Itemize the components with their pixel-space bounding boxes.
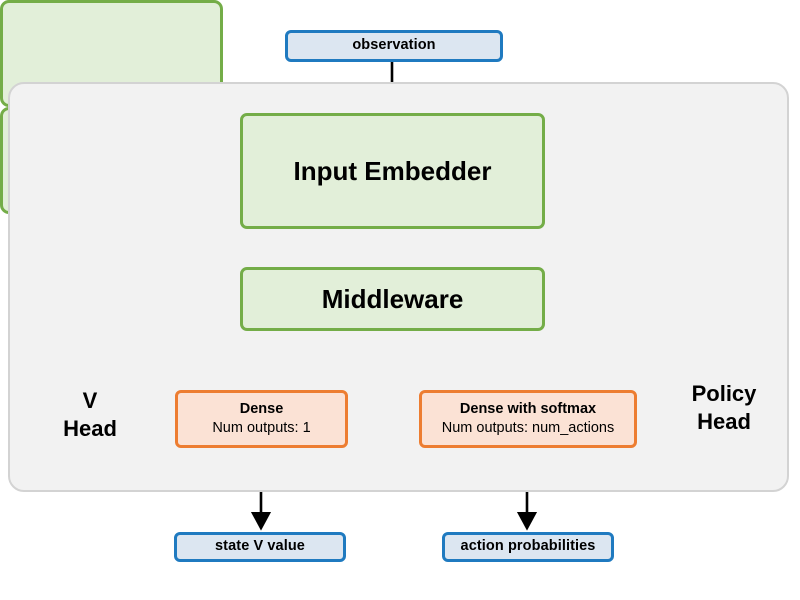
node-v-head-dense[interactable]: Dense Num outputs: 1 <box>175 390 348 448</box>
policy-head-label-line2: Head <box>697 408 751 434</box>
node-policy-head-dense[interactable]: Dense with softmax Num outputs: num_acti… <box>419 390 637 448</box>
node-action-probabilities[interactable]: action probabilities <box>442 532 614 562</box>
v-head-label-line1: V <box>82 388 98 413</box>
node-middleware[interactable]: Middleware <box>240 267 545 331</box>
policy-head-label-line1: Policy <box>691 381 757 406</box>
v-head-dense-title: Dense <box>239 400 284 417</box>
node-input-embedder[interactable]: Input Embedder <box>240 113 545 229</box>
node-state-v-value[interactable]: state V value <box>174 532 346 562</box>
policy-head-label: Policy Head <box>663 380 785 435</box>
v-head-label-line2: Head <box>63 415 117 441</box>
v-head-label: V Head <box>38 387 142 442</box>
policy-head-dense-subtitle: Num outputs: num_actions <box>441 420 615 436</box>
node-observation[interactable]: observation <box>285 30 503 62</box>
v-head-dense-subtitle: Num outputs: 1 <box>212 420 311 436</box>
policy-head-dense-title: Dense with softmax <box>459 400 597 417</box>
